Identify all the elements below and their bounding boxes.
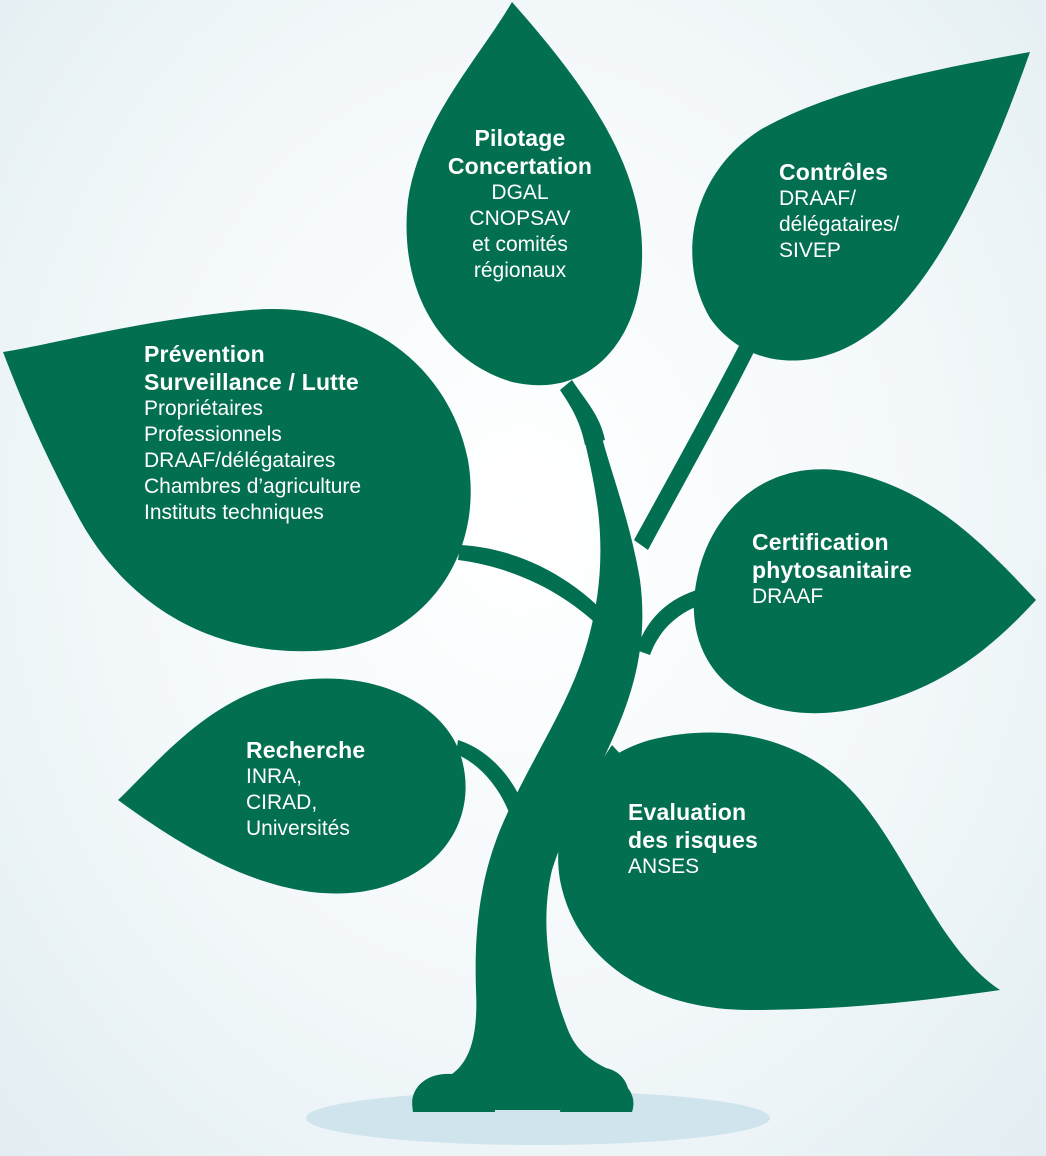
- branch-recherche: [456, 740, 525, 815]
- pilotage-line-4: régionaux: [412, 258, 628, 284]
- recherche-line-2: CIRAD,: [246, 790, 365, 816]
- prevention-title-2: Surveillance / Lutte: [144, 368, 361, 396]
- certification-title-2: phytosanitaire: [752, 556, 912, 584]
- recherche-line-3: Universités: [246, 816, 365, 842]
- controles-title: Contrôles: [779, 158, 899, 186]
- evaluation-title-2: des risques: [628, 826, 758, 854]
- prevention-line-4: Chambres d’agriculture: [144, 474, 361, 500]
- leaf-evaluation-text: Evaluation des risques ANSES: [628, 798, 758, 880]
- recherche-line-1: INRA,: [246, 764, 365, 790]
- controles-line-2: délégataires/: [779, 212, 899, 238]
- pilotage-title-1: Pilotage: [412, 124, 628, 152]
- pilotage-line-2: CNOPSAV: [412, 206, 628, 232]
- prevention-line-5: Instituts techniques: [144, 500, 361, 526]
- prevention-line-1: Propriétaires: [144, 396, 361, 422]
- pilotage-title-2: Concertation: [412, 152, 628, 180]
- leaf-evaluation: [558, 733, 1000, 1011]
- leaf-controles-text: Contrôles DRAAF/ délégataires/ SIVEP: [779, 158, 899, 264]
- certification-title-1: Certification: [752, 528, 912, 556]
- evaluation-line-1: ANSES: [628, 854, 758, 880]
- branch-pilotage: [560, 380, 605, 445]
- leaf-recherche-text: Recherche INRA, CIRAD, Universités: [246, 736, 365, 842]
- certification-line-1: DRAAF: [752, 584, 912, 610]
- leaf-certification-text: Certification phytosanitaire DRAAF: [752, 528, 912, 610]
- recherche-title: Recherche: [246, 736, 365, 764]
- pilotage-line-3: et comités: [412, 232, 628, 258]
- evaluation-title-1: Evaluation: [628, 798, 758, 826]
- leaf-pilotage-text: Pilotage Concertation DGAL CNOPSAV et co…: [412, 124, 628, 284]
- controles-line-1: DRAAF/: [779, 186, 899, 212]
- prevention-title-1: Prévention: [144, 340, 361, 368]
- controles-line-3: SIVEP: [779, 238, 899, 264]
- leaf-prevention-text: Prévention Surveillance / Lutte Propriét…: [144, 340, 361, 526]
- prevention-line-2: Professionnels: [144, 422, 361, 448]
- prevention-line-3: DRAAF/délégataires: [144, 448, 361, 474]
- pilotage-line-1: DGAL: [412, 180, 628, 206]
